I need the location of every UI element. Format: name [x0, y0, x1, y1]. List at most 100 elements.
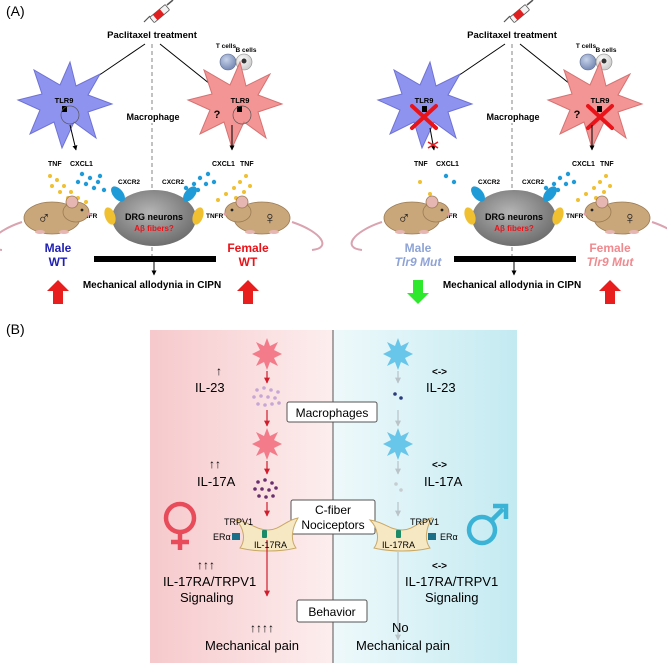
- t-b-cells-icon: [219, 53, 253, 71]
- abeta-label-mut: Aβ fibers?: [494, 224, 534, 233]
- drg-label: DRG neurons: [125, 212, 183, 222]
- female-signaling-arrow: ↑↑↑: [197, 558, 215, 572]
- female-il17a-arrow: ↑↑: [209, 457, 221, 471]
- cxcl1-label-female-mut: CXCL1: [572, 161, 595, 168]
- male-label-mut: Male: [405, 241, 432, 255]
- cfiber-label-2: Nociceptors: [301, 518, 364, 532]
- b-cells-label-right: B cells: [596, 47, 617, 54]
- drg-neurons-mut: [472, 190, 556, 246]
- macrophages-label: Macrophages: [296, 406, 369, 420]
- female-signaling-1: IL-17RA/TRPV1: [163, 574, 256, 589]
- cxcl1-label-female: CXCL1: [212, 161, 235, 168]
- male-il17a-arrow: <->: [432, 460, 447, 471]
- tnfr-receptor-right: [192, 207, 204, 225]
- female-il17ra: IL-17RA: [254, 540, 287, 550]
- svg-text:♂: ♂: [397, 208, 411, 228]
- tnf-label-mut: TNF: [414, 161, 428, 168]
- male-il17ra: IL-17RA: [382, 540, 415, 550]
- male-genotype: WT: [49, 255, 68, 269]
- male-genotype-mut: Tlr9 Mut: [395, 255, 443, 269]
- male-signaling-1: IL-17RA/TRPV1: [405, 574, 498, 589]
- svg-text:♂: ♂: [37, 208, 51, 228]
- male-il17a: IL-17A: [424, 474, 463, 489]
- male-pain-1: No: [392, 620, 409, 635]
- female-signaling-2: Signaling: [180, 590, 234, 605]
- female-label: Female: [227, 241, 269, 255]
- tlr9-label-female-mut: TLR9: [591, 96, 610, 105]
- cxcr2-receptor: [111, 186, 125, 202]
- tnfr-label-mut: TNFR: [440, 213, 458, 220]
- b-cells-label: B cells: [236, 47, 257, 54]
- cxcr2-label-mut: CXCR2: [478, 179, 500, 186]
- tlr9-label: TLR9: [55, 96, 74, 105]
- treatment-label-right: Paclitaxel treatment: [467, 30, 558, 41]
- era-receptor-male: [428, 533, 436, 540]
- macrophage-label: Macrophage: [126, 112, 179, 122]
- tlr9-label-mut: TLR9: [415, 96, 434, 105]
- behavior-label: Behavior: [308, 605, 355, 619]
- tlr9-label-female: TLR9: [231, 96, 250, 105]
- treatment-label: Paclitaxel treatment: [107, 30, 198, 41]
- female-il23: IL-23: [195, 380, 225, 395]
- bar: [94, 256, 216, 262]
- female-pain: Mechanical pain: [205, 638, 299, 653]
- arrow-to-female-macrophage: [159, 43, 216, 89]
- unknown-mark: ?: [214, 109, 221, 121]
- female-genotype-mut: Tlr9 Mut: [587, 255, 635, 269]
- male-macrophage-mut: [376, 60, 474, 150]
- t-b-cells-icon-right: [579, 53, 613, 71]
- male-macrophage: [16, 60, 114, 150]
- female-label-mut: Female: [589, 241, 631, 255]
- female-up-arrow-icon: [237, 280, 259, 304]
- cytokine-dots-mut: [418, 171, 612, 202]
- behavior-box: [296, 599, 368, 623]
- panel-a-right: Paclitaxel treatment T cells B cells TLR…: [350, 0, 667, 304]
- male-era: ERα: [440, 532, 458, 542]
- trpv1-channel-male: [396, 530, 401, 538]
- panel-a-left: Paclitaxel treatment T cells B cells TLR…: [0, 0, 324, 304]
- tnf-label-female: TNF: [240, 161, 254, 168]
- tnf-label-female-mut: TNF: [600, 161, 614, 168]
- cxcr2-label-right: CXCR2: [162, 179, 184, 186]
- tnfr-label-right-mut: TNFR: [566, 213, 584, 220]
- syringe-icon: [143, 0, 174, 24]
- female-il23-arrow: ↑: [216, 364, 222, 378]
- male-symbol-icon: [466, 514, 498, 546]
- outcome-label-mut: Mechanical allodynia in CIPN: [443, 280, 581, 291]
- female-macrophage-icon: [252, 338, 282, 370]
- svg-text:♀: ♀: [263, 208, 277, 228]
- tnfr-label-right: TNFR: [206, 213, 224, 220]
- panel-b-label: (B): [6, 321, 25, 337]
- era-receptor: [232, 533, 240, 540]
- knockout-x-icon: [410, 104, 438, 130]
- female-macrophage: [186, 60, 284, 150]
- male-up-arrow-icon: [47, 280, 69, 304]
- syringe-icon-right: [503, 0, 534, 24]
- macrophages-box: [286, 401, 378, 423]
- female-era: ERα: [213, 532, 231, 542]
- drg-neurons: [112, 190, 196, 246]
- panel-a-label: (A): [6, 3, 25, 19]
- cxcl1-label-mut: CXCL1: [436, 161, 459, 168]
- female-up-arrow-icon-mut: [599, 280, 621, 304]
- male-il23-arrow: <->: [432, 367, 447, 378]
- male-signaling-2: Signaling: [425, 590, 479, 605]
- male-pain-2: Mechanical pain: [356, 638, 450, 653]
- male-il23: IL-23: [426, 380, 456, 395]
- female-pathway: ↑ IL-23 ↑↑ IL-17A TRPV1 ERα IL-17RA ↑↑↑ …: [163, 338, 299, 653]
- cxcl1-label: CXCL1: [70, 161, 93, 168]
- female-pain-arrow: ↑↑↑↑: [250, 621, 274, 635]
- male-label: Male: [45, 241, 72, 255]
- female-genotype: WT: [239, 255, 258, 269]
- unknown-mark-right: ?: [574, 109, 581, 121]
- knockout-x-icon-female: [586, 104, 614, 130]
- t-cells-label: T cells: [216, 43, 237, 50]
- cfiber-box: [290, 499, 376, 535]
- abeta-label: Aβ fibers?: [134, 224, 174, 233]
- cfiber-label-1: C-fiber: [315, 503, 351, 517]
- cxcr2-label-right-mut: CXCR2: [522, 179, 544, 186]
- female-macrophage-mut: [546, 60, 644, 150]
- drg-label-mut: DRG neurons: [485, 212, 543, 222]
- female-trpv1: TRPV1: [224, 517, 253, 527]
